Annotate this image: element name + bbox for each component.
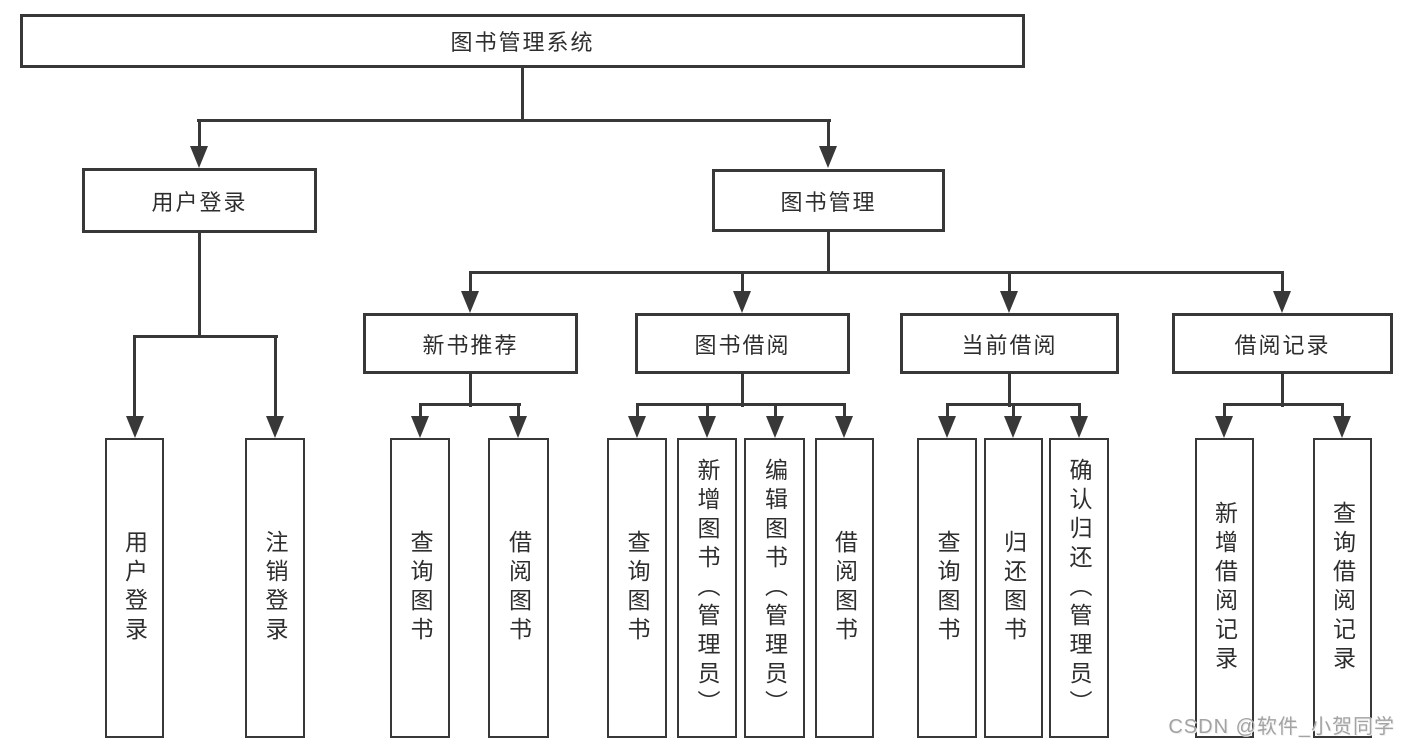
connector-drop-leaf: [706, 403, 709, 418]
arrow-down-icon: [938, 416, 956, 438]
arrow-down-icon: [628, 416, 646, 438]
connector-borrow-stem: [741, 374, 744, 407]
connector-drop-leaf: [517, 403, 520, 418]
connector-drop-leaf: [946, 403, 949, 418]
leaf-label: 新增借阅记录: [1211, 501, 1238, 675]
node-borrow-records-label: 借阅记录: [1234, 332, 1331, 358]
node-book-management: 图书管理: [712, 169, 945, 232]
leaf-current-query-books: 查询图书: [917, 438, 977, 738]
arrow-down-icon: [819, 146, 837, 168]
leaf-borrow-edit-books-admin: 编辑图书（管理员）: [744, 438, 805, 738]
connector-drop-recommend: [469, 271, 472, 293]
node-new-book-recommend: 新书推荐: [363, 313, 578, 374]
leaf-label: 归还图书: [1000, 530, 1027, 646]
leaf-logout-label: 注销登录: [262, 530, 288, 646]
arrow-down-icon: [766, 416, 784, 438]
leaf-recommend-borrow-books: 借阅图书: [488, 438, 549, 738]
node-book-borrow: 图书借阅: [635, 313, 850, 374]
leaf-borrow-add-books-admin: 新增图书（管理员）: [677, 438, 737, 738]
connector-management-stem: [827, 232, 830, 274]
connector-drop-leaf: [1341, 403, 1344, 418]
leaf-borrow-borrow-books: 借阅图书: [815, 438, 874, 738]
arrow-down-icon: [1004, 416, 1022, 438]
arrow-down-icon: [411, 416, 429, 438]
leaf-label: 借阅图书: [831, 530, 858, 646]
node-borrow-records: 借阅记录: [1172, 313, 1393, 374]
connector-drop-leaf: [1223, 403, 1226, 418]
connector-drop-borrow: [741, 271, 744, 293]
leaf-label: 查询图书: [624, 530, 650, 646]
node-user-login-label: 用户登录: [151, 189, 248, 215]
connector-root-stem: [521, 68, 524, 121]
leaf-label: 新增图书（管理员）: [694, 457, 720, 719]
arrow-down-icon: [509, 416, 527, 438]
leaf-label: 编辑图书（管理员）: [761, 457, 788, 719]
connector-drop-records: [1281, 271, 1284, 293]
leaf-user-login: 用户登录: [105, 438, 164, 738]
node-new-book-recommend-label: 新书推荐: [422, 332, 519, 358]
node-user-login: 用户登录: [82, 168, 317, 233]
leaf-records-add-record: 新增借阅记录: [1195, 438, 1254, 738]
node-root-system: 图书管理系统: [20, 14, 1025, 68]
leaf-label: 查询借阅记录: [1329, 501, 1356, 675]
leaf-label: 查询图书: [934, 530, 960, 646]
connector-drop-leaf: [1078, 403, 1081, 418]
arrow-down-icon: [190, 146, 208, 168]
arrow-down-icon: [461, 291, 479, 313]
connector-drop-leaf: [1012, 403, 1015, 418]
node-current-borrow-label: 当前借阅: [961, 332, 1058, 358]
connector-drop-leaf: [636, 403, 639, 418]
arrow-down-icon: [835, 416, 853, 438]
connector-drop-login-leaf: [133, 335, 136, 417]
connector-records-stem: [1281, 374, 1284, 407]
arrow-down-icon: [1333, 416, 1351, 438]
connector-drop-user-login: [198, 119, 201, 148]
arrow-down-icon: [1000, 291, 1018, 313]
connector-recommend-rail: [419, 403, 521, 406]
leaf-user-login-label: 用户登录: [121, 530, 148, 646]
connector-management-rail: [469, 271, 1284, 274]
arrow-down-icon: [733, 291, 751, 313]
leaf-label: 借阅图书: [505, 530, 532, 646]
connector-drop-logout-leaf: [274, 335, 277, 417]
arrow-down-icon: [1070, 416, 1088, 438]
connector-drop-current: [1008, 271, 1011, 293]
connector-drop-leaf: [774, 403, 777, 418]
connector-drop-leaf: [419, 403, 422, 418]
connector-root-rail: [197, 119, 831, 122]
leaf-label: 查询图书: [407, 530, 433, 646]
leaf-recommend-query-books: 查询图书: [390, 438, 450, 738]
leaf-current-confirm-return-admin: 确认归还（管理员）: [1049, 438, 1109, 738]
node-root-label: 图书管理系统: [450, 30, 595, 55]
connector-login-rail: [133, 335, 278, 338]
connector-drop-leaf: [843, 403, 846, 418]
connector-recommend-stem: [469, 374, 472, 407]
leaf-label: 确认归还（管理员）: [1066, 457, 1092, 719]
connector-current-stem: [1008, 374, 1011, 407]
node-current-borrow: 当前借阅: [900, 313, 1119, 374]
connector-records-rail: [1223, 403, 1344, 406]
arrow-down-icon: [1215, 416, 1233, 438]
arrow-down-icon: [266, 416, 284, 438]
connector-login-stem: [198, 233, 201, 338]
node-book-borrow-label: 图书借阅: [694, 332, 791, 358]
node-book-management-label: 图书管理: [780, 189, 877, 215]
arrow-down-icon: [1273, 291, 1291, 313]
csdn-watermark: CSDN @软件_小贺同学: [1168, 716, 1395, 738]
leaf-current-return-books: 归还图书: [984, 438, 1043, 738]
arrow-down-icon: [126, 416, 144, 438]
leaf-records-query-record: 查询借阅记录: [1313, 438, 1372, 738]
leaf-logout: 注销登录: [245, 438, 305, 738]
connector-drop-book-management: [827, 119, 830, 148]
arrow-down-icon: [698, 416, 716, 438]
connector-borrow-rail: [636, 403, 846, 406]
leaf-borrow-query-books: 查询图书: [607, 438, 667, 738]
